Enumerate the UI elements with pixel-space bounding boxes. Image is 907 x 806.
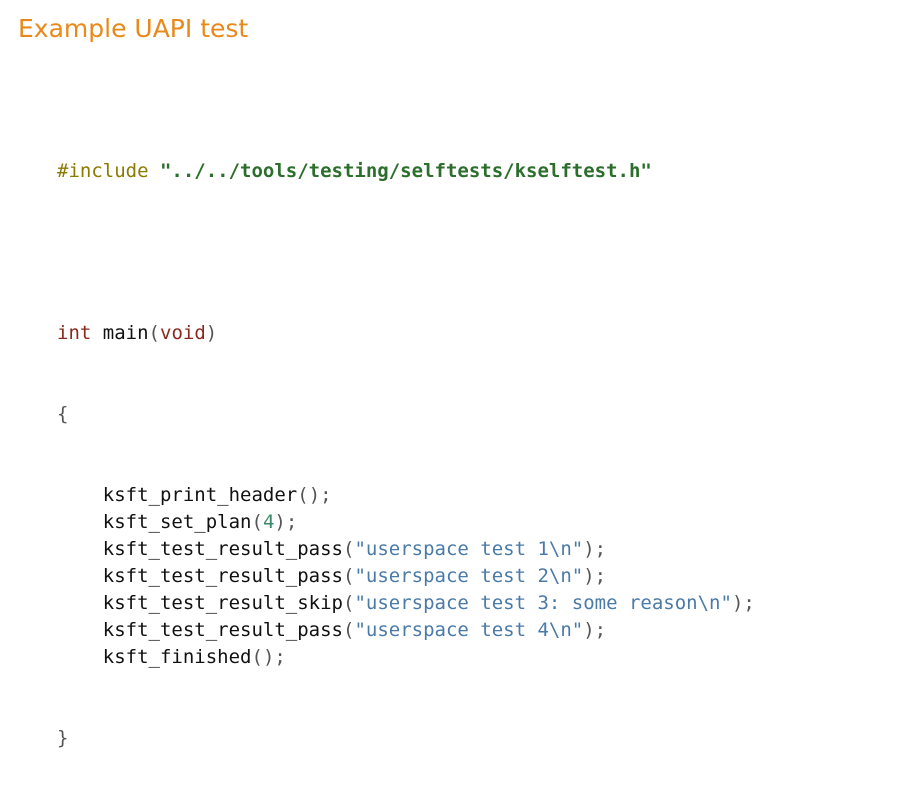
call-open-paren: ( [297, 484, 309, 506]
close-paren: ) [205, 322, 218, 344]
function-body-calls: ksft_print_header(); ksft_set_plan(4); k… [57, 482, 755, 671]
call-close-paren-semicolon: ); [583, 538, 607, 560]
close-brace: } [57, 727, 69, 749]
include-path: "../../tools/testing/selftests/kselftest… [159, 160, 652, 182]
call-open-paren: ( [342, 592, 355, 614]
call-open-paren: ( [251, 511, 263, 533]
code-line-call: ksft_test_result_pass("userspace test 4\… [57, 617, 755, 644]
slide-title: Example UAPI test [18, 14, 249, 43]
code-line-call: ksft_set_plan(4); [57, 509, 755, 536]
call-string-argument: "userspace test 4\n" [354, 619, 584, 641]
call-close-paren-semicolon: ); [308, 484, 332, 506]
open-paren: ( [148, 322, 160, 344]
call-open-paren: ( [342, 619, 355, 641]
call-function-name: ksft_test_result_pass [102, 538, 343, 560]
call-string-argument: "userspace test 2\n" [354, 565, 584, 587]
code-line-open-brace: { [57, 401, 755, 428]
call-close-paren-semicolon: ); [583, 565, 607, 587]
call-number-argument: 4 [262, 511, 275, 533]
call-open-paren: ( [342, 538, 355, 560]
call-function-name: ksft_print_header [102, 484, 298, 506]
call-function-name: ksft_finished [102, 646, 252, 668]
call-function-name: ksft_test_result_pass [102, 565, 343, 587]
call-close-paren-semicolon: ); [583, 619, 607, 641]
code-line-call: ksft_test_result_skip("userspace test 3:… [57, 590, 755, 617]
slide: Example UAPI test #include "../../tools/… [18, 14, 755, 749]
code-line-include: #include "../../tools/testing/selftests/… [57, 158, 755, 185]
code-line-blank [57, 239, 755, 266]
call-function-name: ksft_test_result_pass [102, 619, 343, 641]
call-close-paren-semicolon: ); [274, 511, 298, 533]
code-line-call: ksft_finished(); [57, 644, 755, 671]
code-line-call: ksft_test_result_pass("userspace test 1\… [57, 536, 755, 563]
return-type-keyword: int [57, 322, 92, 344]
code-line-main-signature: int main(void) [57, 320, 755, 347]
call-close-paren-semicolon: ); [262, 646, 286, 668]
code-line-call: ksft_test_result_pass("userspace test 2\… [57, 563, 755, 590]
code-block: #include "../../tools/testing/selftests/… [57, 104, 755, 806]
call-string-argument: "userspace test 3: some reason\n" [354, 592, 732, 614]
call-function-name: ksft_set_plan [102, 511, 252, 533]
main-function-name: main [102, 322, 149, 344]
code-line-call: ksft_print_header(); [57, 482, 755, 509]
include-directive: #include [57, 160, 149, 182]
open-brace: { [57, 403, 69, 425]
call-open-paren: ( [342, 565, 355, 587]
call-function-name: ksft_test_result_skip [102, 592, 343, 614]
call-string-argument: "userspace test 1\n" [354, 538, 584, 560]
call-open-paren: ( [251, 646, 263, 668]
void-keyword: void [160, 322, 206, 344]
call-close-paren-semicolon: ); [731, 592, 755, 614]
code-line-close-brace: } [57, 725, 755, 752]
